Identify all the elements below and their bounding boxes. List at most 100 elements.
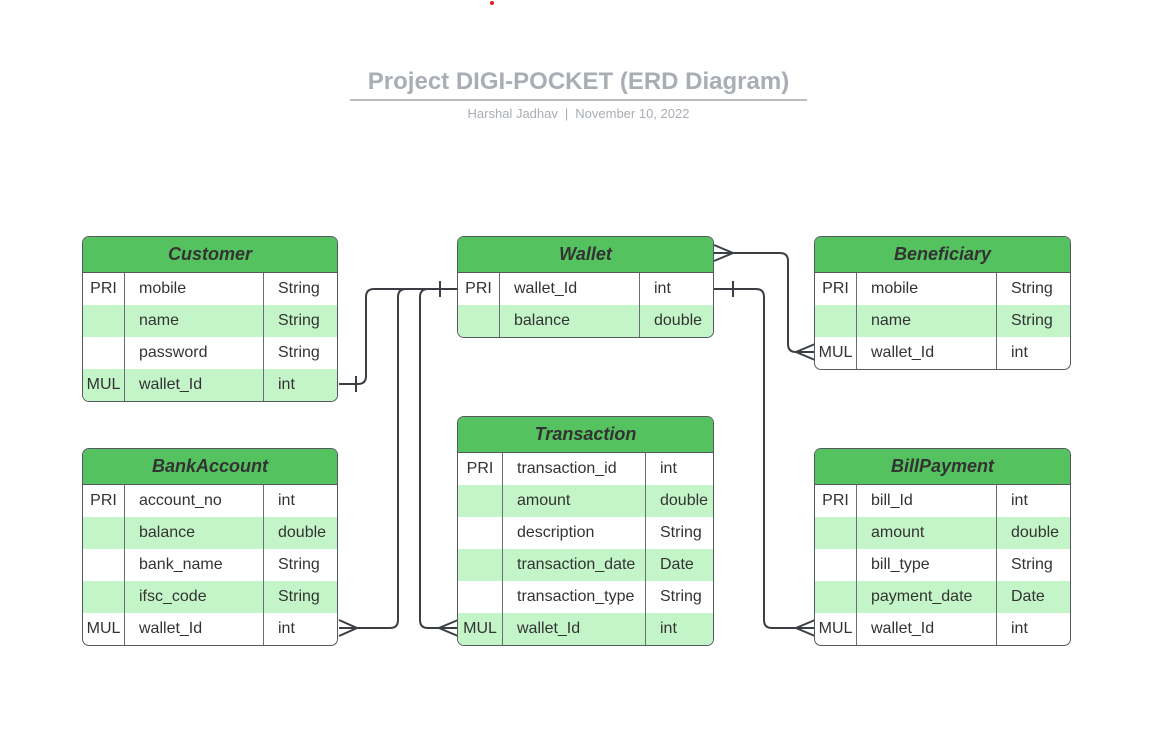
field-name: bill_Id [857, 485, 997, 517]
key-cell [815, 549, 857, 581]
table-row[interactable]: amount double [458, 485, 713, 517]
key-cell [458, 305, 500, 337]
key-cell [458, 485, 503, 517]
key-cell: PRI [83, 485, 125, 517]
field-name: name [125, 305, 264, 337]
key-cell [83, 337, 125, 369]
field-name: wallet_Id [503, 613, 646, 645]
table-row[interactable]: ifsc_code String [83, 581, 337, 613]
field-type: String [278, 312, 320, 329]
field-name: transaction_id [503, 453, 646, 485]
table-row[interactable]: balance double [83, 517, 337, 549]
field-type: int [654, 280, 671, 297]
field-type: int [278, 620, 295, 637]
entity-wallet[interactable]: Wallet PRI wallet_Id int balance double [457, 236, 714, 338]
entity-title: Wallet [458, 237, 713, 273]
field-type: String [278, 344, 320, 361]
field-name: wallet_Id [500, 273, 640, 305]
table-row[interactable]: MUL wallet_Id int [83, 613, 337, 645]
field-type: double [654, 312, 703, 329]
table-row[interactable]: balance double [458, 305, 713, 337]
key-cell [83, 305, 125, 337]
field-type: int [278, 492, 295, 509]
table-row[interactable]: amount double [815, 517, 1070, 549]
key-cell [83, 549, 125, 581]
field-type: String [278, 556, 320, 573]
table-row[interactable]: bank_name String [83, 549, 337, 581]
key-cell: PRI [458, 453, 503, 485]
table-row[interactable]: transaction_type String [458, 581, 713, 613]
field-type: int [1011, 620, 1028, 637]
table-row[interactable]: PRI transaction_id int [458, 453, 713, 485]
red-marker-dot [490, 1, 494, 5]
entity-billpayment[interactable]: BillPayment PRI bill_Id int amount doubl… [814, 448, 1071, 646]
field-type: String [1011, 312, 1053, 329]
key-cell [458, 517, 503, 549]
field-type: double [1011, 524, 1060, 541]
field-type: Date [660, 556, 694, 573]
field-type: String [278, 280, 320, 297]
table-row[interactable]: PRI mobile String [83, 273, 337, 305]
field-type: Date [1011, 588, 1045, 605]
table-row[interactable]: PRI account_no int [83, 485, 337, 517]
entity-title: Transaction [458, 417, 713, 453]
table-row[interactable]: PRI wallet_Id int [458, 273, 713, 305]
key-cell [83, 581, 125, 613]
entity-customer[interactable]: Customer PRI mobile String name String p… [82, 236, 338, 402]
key-cell: MUL [83, 369, 125, 401]
field-type: int [278, 376, 295, 393]
field-type: String [660, 524, 702, 541]
field-name: payment_date [857, 581, 997, 613]
field-type: int [660, 460, 677, 477]
entity-transaction[interactable]: Transaction PRI transaction_id int amoun… [457, 416, 714, 646]
table-row[interactable]: name String [83, 305, 337, 337]
connector-wallet-beneficiary[interactable] [713, 244, 816, 361]
connector-bankaccount-wallet[interactable] [338, 288, 458, 637]
field-name: password [125, 337, 264, 369]
key-cell: PRI [815, 485, 857, 517]
table-row[interactable]: MUL wallet_Id int [83, 369, 337, 401]
subtitle-separator: | [564, 106, 569, 121]
key-cell [815, 517, 857, 549]
field-type: String [278, 588, 320, 605]
key-cell: MUL [815, 613, 857, 645]
field-type: int [660, 620, 677, 637]
key-cell [458, 549, 503, 581]
table-row[interactable]: transaction_date Date [458, 549, 713, 581]
field-type: int [1011, 492, 1028, 509]
table-row[interactable]: description String [458, 517, 713, 549]
field-name: transaction_date [503, 549, 646, 581]
title-underline [350, 99, 807, 101]
key-cell: MUL [458, 613, 503, 645]
table-row[interactable]: password String [83, 337, 337, 369]
field-name: wallet_Id [857, 337, 997, 369]
field-name: account_no [125, 485, 264, 517]
field-name: description [503, 517, 646, 549]
field-name: name [857, 305, 997, 337]
entity-bankaccount[interactable]: BankAccount PRI account_no int balance d… [82, 448, 338, 646]
table-row[interactable]: bill_type String [815, 549, 1070, 581]
table-row[interactable]: MUL wallet_Id int [458, 613, 713, 645]
field-name: wallet_Id [125, 369, 264, 401]
field-type: double [278, 524, 327, 541]
table-row[interactable]: MUL wallet_Id int [815, 613, 1070, 645]
entity-beneficiary[interactable]: Beneficiary PRI mobile String name Strin… [814, 236, 1071, 370]
table-row[interactable]: MUL wallet_Id int [815, 337, 1070, 369]
table-row[interactable]: PRI bill_Id int [815, 485, 1070, 517]
table-row[interactable]: payment_date Date [815, 581, 1070, 613]
field-type: String [660, 588, 702, 605]
diagram-date: November 10, 2022 [575, 106, 690, 121]
table-row[interactable]: PRI mobile String [815, 273, 1070, 305]
field-name: amount [857, 517, 997, 549]
field-name: mobile [125, 273, 264, 305]
table-row[interactable]: name String [815, 305, 1070, 337]
diagram-subtitle: Harshal Jadhav|November 10, 2022 [350, 106, 807, 121]
key-cell: PRI [815, 273, 857, 305]
connector-wallet-billpayment[interactable] [714, 281, 816, 637]
connector-transaction-wallet[interactable] [419, 288, 459, 637]
key-cell: MUL [83, 613, 125, 645]
field-name: bill_type [857, 549, 997, 581]
field-name: transaction_type [503, 581, 646, 613]
field-name: amount [503, 485, 646, 517]
